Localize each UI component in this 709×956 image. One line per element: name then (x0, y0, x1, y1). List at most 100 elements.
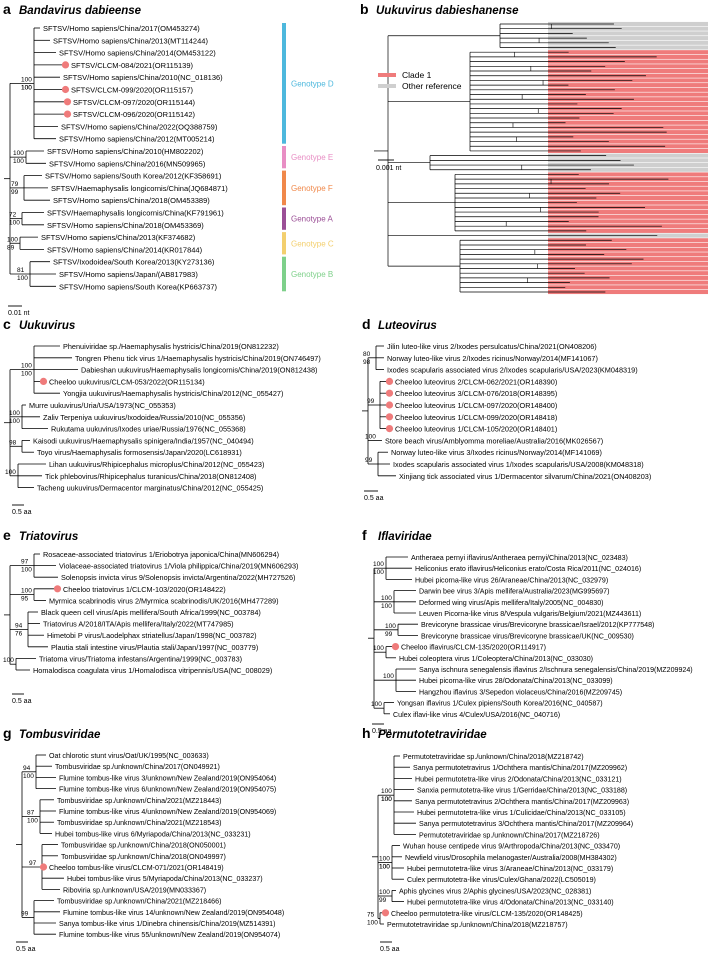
leaf-label: Flumine tombus-like virus 4/unknown/New … (59, 808, 276, 816)
clade-strip (548, 172, 708, 177)
leaf-label: Hubei coleoptera virus 1/Coleoptera/Chin… (399, 655, 593, 663)
bootstrap-value: 100 (21, 567, 32, 574)
leaf-label: SFTSV/Homo sapiens/China/2014(KR017844) (47, 245, 203, 254)
leaf-label: Norway luteo-like virus 2/Ixodes ricinus… (387, 354, 598, 363)
bootstrap-value: 100 (21, 371, 32, 378)
leaf-label: Lihan uukuvirus/Rhipicephalus microplus/… (49, 460, 264, 469)
leaf-label: Sanya permutotetravirus 1/Ochthera manti… (413, 764, 627, 772)
bootstrap-value: 100 (381, 788, 392, 795)
panel-g-header: g Tombusviridae (3, 725, 101, 741)
panel-letter-g: g (3, 725, 12, 741)
genotype-label: Genotype A (291, 215, 333, 224)
clade-strip (548, 167, 708, 172)
clade-strip (548, 238, 708, 243)
tree-panel-a: SFTSV/Homo sapiens/China/2017(OM453274)S… (4, 23, 334, 317)
bootstrap-value: 97 (29, 860, 37, 867)
highlight-dot (61, 85, 70, 94)
bootstrap-value: 94 (15, 622, 23, 629)
leaf-label: Cheeloo luteovirus 1/CLCM-097/2020(OR148… (395, 401, 557, 410)
leaf-label: Brevicoryne brassicae virus/Brevicoryne … (421, 621, 654, 629)
leaf-label: Cheeloo tombus-like virus/CLCM-071/2021(… (49, 864, 224, 872)
leaf-label: Yongsan iflavirus 1/Culex pipiens/South … (397, 700, 603, 708)
bootstrap-value: 99 (385, 631, 393, 638)
bootstrap-value: 100 (373, 561, 384, 568)
leaf-label: Newfield virus/Drosophila melanogaster/A… (405, 854, 617, 862)
legend-swatch-clade1 (378, 73, 396, 77)
leaf-label: Toyo virus/Haemaphysalis formosensis/Jap… (37, 448, 242, 457)
leaf-label: Sanxia permutotetra-like virus 1/Gerrida… (417, 787, 627, 795)
leaf-label: Culex iflavi-like virus 4/Culex/USA/2016… (393, 711, 560, 719)
leaf-label: Darwin bee virus 3/Apis mellifera/Austra… (419, 588, 609, 596)
bootstrap-value: 100 (13, 150, 24, 157)
leaf-label: Tombusviridae sp./unknown/China/2021(MZ2… (57, 797, 221, 805)
leaf-label: Tombusviridae sp./unknown/China/2017(ON0… (55, 763, 220, 771)
leaf-label: Phenuiviridae sp./Haemaphysalis hystrici… (63, 342, 279, 351)
highlight-dot (39, 863, 48, 871)
leaf-label: Tongren Phenu tick virus 1/Haemaphysalis… (75, 354, 321, 363)
panel-title-c: Uukuvirus (19, 320, 75, 332)
leaf-label: Solenopsis invicta virus 9/Solenopsis in… (61, 573, 295, 582)
panel-title-a: Bandavirus dabieense (19, 5, 142, 17)
bootstrap-value: 100 (7, 236, 18, 243)
leaf-label: Plautia stali intestine virus/Plautia st… (51, 643, 258, 652)
leaf-label: Tacheng uukuvirus/Dermacentor marginatus… (37, 484, 263, 493)
leaf-label: Triatoma virus/Triatoma infestans/Argent… (39, 654, 242, 663)
leaf-label: Cheeloo luteovirus 3/CLCM-076/2018(OR148… (395, 389, 557, 398)
leaf-label: Hubei tombus-like virus 5/Myriapoda/Chin… (67, 875, 263, 883)
bootstrap-value: 98 (363, 359, 371, 366)
leaf-label: SFTSV/CLCM-084/2021(OR115139) (71, 61, 194, 70)
bootstrap-value: 100 (379, 855, 390, 862)
bootstrap-value: 99 (367, 398, 375, 405)
clade-strip (548, 68, 708, 74)
leaf-label: Triatovirus A/2018/ITA/Apis mellifera/It… (43, 620, 234, 629)
highlight-dot (63, 98, 72, 106)
bootstrap-value: 100 (381, 595, 392, 602)
tree-panel-g: Oat chlorotic stunt virus/Oat/UK/1995(NC… (16, 752, 284, 953)
highlight-dot (53, 585, 62, 593)
bootstrap-value: 100 (381, 603, 392, 610)
leaf-label: SFTSV/Homo sapiens/South Korea(KP663737) (59, 282, 218, 291)
clade-strip (548, 45, 708, 50)
bootstrap-value: 100 (379, 863, 390, 870)
leaf-label: Zaliv Terpeniya uukuvirus/Ixodoidea/Russ… (43, 413, 245, 422)
panel-title-g: Tombusviridae (19, 729, 101, 741)
leaf-label: Cheeloo iflavirus/CLCM-135/2020(OR114917… (401, 644, 546, 652)
panel-h-header: h Permutotetraviridae (362, 725, 487, 741)
bootstrap-value: 95 (21, 596, 29, 603)
leaf-label: Sanya permutotetravirus 3/Ochthera manti… (419, 820, 633, 828)
leaf-label: Hubei picorna-like virus 26/Araneae/Chin… (415, 576, 608, 584)
leaf-label: Norway luteo-like virus 3/Ixodes ricinus… (391, 448, 602, 457)
clade-strip (548, 26, 708, 31)
genotype-label: Genotype F (291, 184, 333, 193)
bootstrap-value: 100 (5, 469, 16, 476)
clade-strip (548, 186, 708, 191)
panel-a-header: a Bandavirus dabieense (3, 1, 142, 17)
clade-strip (548, 289, 708, 295)
bootstrap-value: 100 (371, 701, 382, 708)
leaf-label: Flumine tombus-like virus 55/unknown/New… (59, 931, 280, 939)
leaf-label: Permutotetraviridae sp./unknown/China/20… (387, 921, 568, 929)
leaf-label: SFTSV/CLCM-099/2020(OR115157) (71, 86, 194, 95)
leaf-label: Himetobi P virus/Laodelphax striatellus/… (47, 631, 257, 640)
clade-strip (548, 134, 708, 139)
bootstrap-value: 100 (381, 796, 392, 803)
leaf-label: SFTSV/Homo sapiens/China/2013(KF374682) (41, 233, 196, 242)
legend-panel-b: Clade 1 Other reference (378, 70, 462, 91)
bootstrap-value: 100 (21, 588, 32, 595)
clade-strip (548, 210, 708, 215)
leaf-label: Permutotetraviridae sp./unknown/China/20… (403, 753, 584, 761)
tree-panel-e: Rosaceae-associated triatovirus 1/Eriobo… (3, 550, 298, 705)
leaf-label: SFTSV/Homo sapiens/China/2012(MT005214) (59, 135, 215, 144)
bootstrap-value: 100 (13, 158, 24, 165)
genotype-bar (282, 256, 286, 292)
tree-panel-f: Antheraea pernyi iflavirus/Antheraea per… (368, 554, 693, 735)
leaf-label: Myrmica scabrinodis virus 2/Myrmica scab… (49, 596, 279, 605)
panel-letter-e: e (3, 527, 11, 543)
highlight-dot (39, 377, 48, 385)
genotype-label: Genotype D (291, 79, 334, 88)
leaf-label: Flumine tombus-like virus 6/unknown/New … (59, 786, 276, 794)
genotype-label: Genotype B (291, 270, 333, 279)
bootstrap-value: 97 (21, 559, 29, 566)
clade-strip (548, 115, 708, 121)
panel-title-b: Uukuvirus dabieshanense (376, 5, 519, 17)
